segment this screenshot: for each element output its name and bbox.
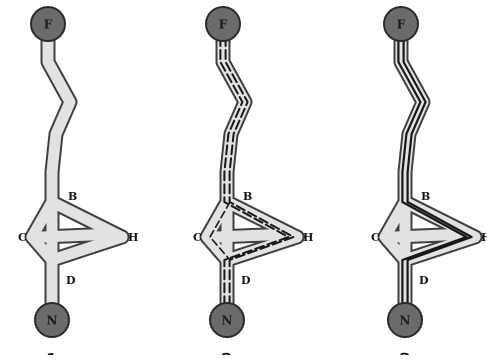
top-node-label: F <box>397 18 406 32</box>
tube-inner-chord-fill <box>389 228 473 243</box>
signal-path <box>209 23 295 321</box>
top-node-label: F <box>44 18 53 32</box>
vertex-label-h: H <box>481 231 487 244</box>
panel-number: 2 <box>221 349 234 355</box>
path-line-side <box>209 201 231 261</box>
tube-stem-fill <box>395 18 429 208</box>
vertex-label-h: H <box>303 231 313 244</box>
vertex-label-b: B <box>243 190 252 203</box>
vertex-label-d: D <box>419 274 429 287</box>
vertex-label-h: H <box>128 231 138 244</box>
tube-inner-chord-fill <box>36 228 120 243</box>
path-line-right <box>402 22 473 322</box>
vertex-label-c: C <box>193 231 202 244</box>
vertex-label-c: C <box>371 231 380 244</box>
tube-lower-wing-fill <box>46 231 128 266</box>
vertex-label-b: B <box>421 190 430 203</box>
vertex-label-d: D <box>66 274 76 287</box>
bottom-node-label: N <box>222 314 233 328</box>
tube-network <box>199 16 305 328</box>
panel-2: F N B C D H 2 <box>193 6 313 359</box>
top-node-circle <box>30 6 66 42</box>
tube-network <box>24 16 130 328</box>
bottom-node-circle <box>34 302 70 338</box>
path-line-left <box>397 22 468 322</box>
vertex-label-d: D <box>241 274 251 287</box>
bottom-node-label: N <box>400 314 411 328</box>
signal-path <box>397 22 473 322</box>
panel-3: F N B C D H 3 <box>371 6 487 359</box>
vertex-label-c: C <box>18 231 27 244</box>
bottom-node-label: N <box>47 314 58 328</box>
tube-stem-fill <box>42 18 76 208</box>
path-line-right <box>224 23 295 321</box>
panel-1: F N B C D H 1 <box>18 6 138 359</box>
vertex-label-b: B <box>68 190 77 203</box>
tube-triangle-fill <box>201 196 233 266</box>
tube-triangle-fill <box>26 196 58 266</box>
bottom-node-circle <box>209 302 245 338</box>
panel-number: 3 <box>399 349 412 355</box>
path-line-left <box>219 23 290 321</box>
bottom-node-circle <box>387 302 423 338</box>
panel-number: 1 <box>46 349 59 355</box>
tube-inner-chord-fill <box>211 228 295 243</box>
top-node-circle <box>205 6 241 42</box>
tube-triangle-fill <box>379 196 411 266</box>
tube-stem-fill <box>217 18 251 208</box>
tube-network <box>377 16 483 328</box>
top-node-circle <box>383 6 419 42</box>
top-node-label: F <box>219 18 228 32</box>
